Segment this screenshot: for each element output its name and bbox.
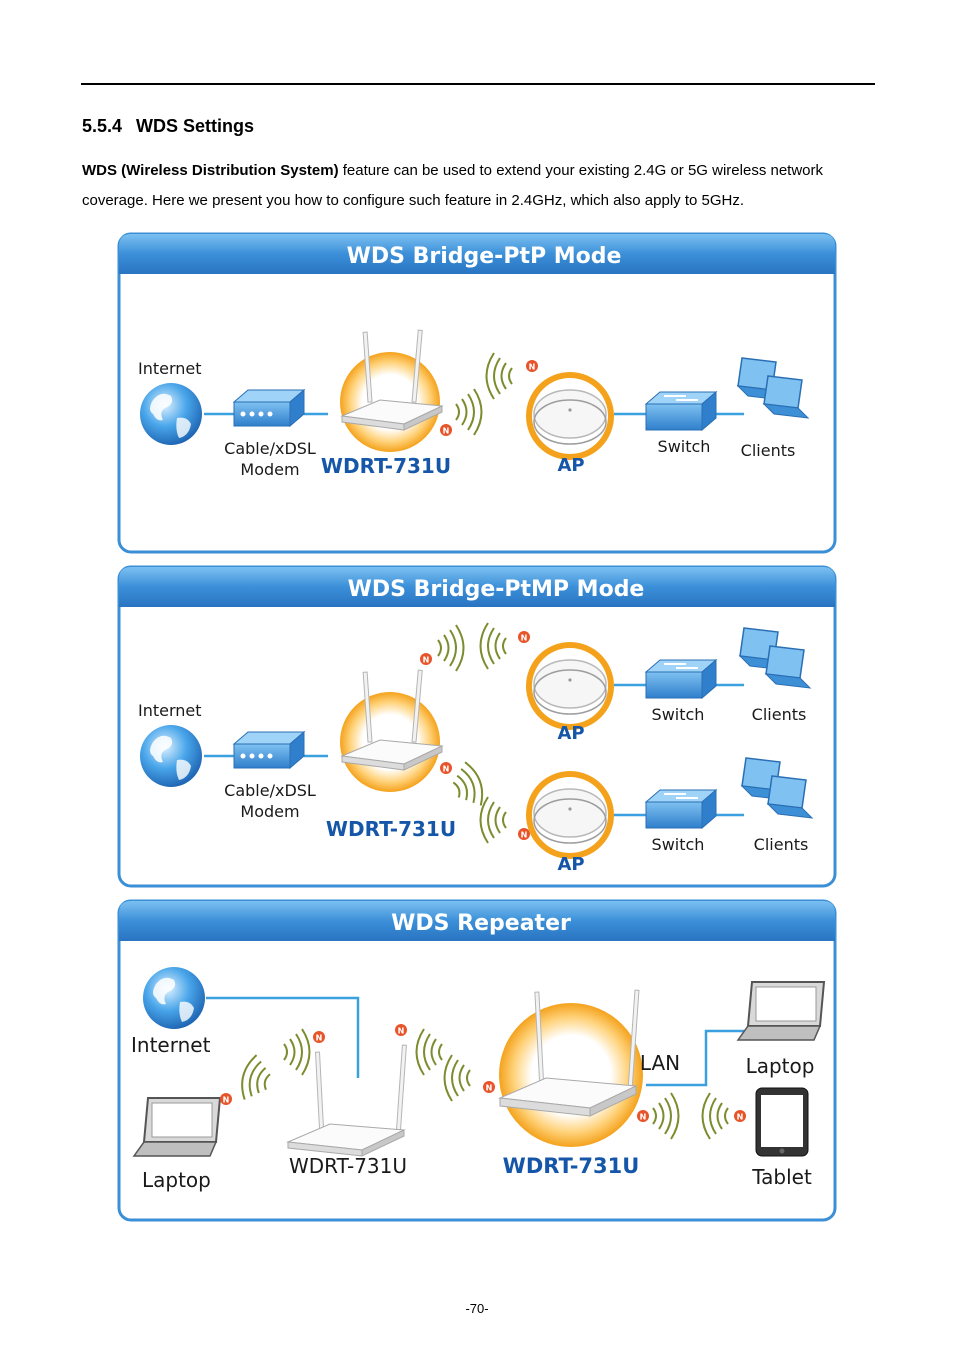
ptp-clients-label: Clients	[741, 441, 796, 460]
ptp-switch-label: Switch	[658, 437, 711, 456]
ptmp-ap-bottom-label: AP	[557, 854, 584, 875]
globe-icon	[140, 383, 202, 445]
page-number: -70-	[465, 1301, 489, 1316]
ptp-internet-label: Internet	[138, 359, 202, 378]
modem-icon	[233, 731, 305, 769]
ptmp-switch-top-label: Switch	[652, 705, 705, 724]
panel-repeater-title: WDS Repeater	[391, 911, 571, 936]
section-title: WDS Settings	[136, 116, 255, 136]
ptp-modem-label-2: Modem	[240, 460, 299, 479]
globe-icon	[140, 725, 202, 787]
ptmp-ap-top-label: AP	[557, 723, 584, 744]
section-number: 5.5.4	[82, 116, 123, 136]
repeater-router-left-label: WDRT-731U	[289, 1154, 407, 1178]
tablet-icon	[755, 1087, 809, 1157]
wds-diagram-figure: N WDS Bridge-PtP Mode Internet Cable/xDS…	[117, 232, 837, 1222]
repeater-router-main-icon	[498, 989, 643, 1147]
section-heading: 5.5.4 WDS Settings	[82, 116, 254, 137]
repeater-tablet-label: Tablet	[751, 1165, 812, 1189]
ptmp-clients-top-label: Clients	[752, 705, 807, 724]
repeater-router-left-icon	[286, 1044, 407, 1157]
panel-ptp-title-bar	[119, 234, 835, 274]
repeater-lan-label: LAN	[640, 1051, 680, 1075]
wireless-n-badge-icon	[220, 1093, 232, 1105]
repeater-laptop-left-label: Laptop	[142, 1168, 211, 1192]
wireless-n-badge-icon	[518, 828, 530, 840]
repeater-internet-label: Internet	[131, 1033, 211, 1057]
ptmp-links	[204, 683, 744, 817]
wireless-n-badge-icon	[395, 1024, 407, 1036]
ptmp-internet-label: Internet	[138, 701, 202, 720]
repeater-router-main-label: WDRT-731U	[503, 1154, 640, 1178]
modem-icon	[233, 389, 305, 427]
ptmp-clients-bottom-label: Clients	[754, 835, 809, 854]
wireless-n-badge-icon	[440, 424, 452, 436]
repeater-laptop-right-label: Laptop	[746, 1054, 815, 1078]
ptmp-switch-bottom-label: Switch	[652, 835, 705, 854]
panel-ptmp-frame	[117, 565, 837, 888]
switch-icon	[645, 789, 717, 829]
intro-bold-term: WDS (Wireless Distribution System)	[82, 162, 339, 179]
wireless-n-badge-icon	[483, 1081, 495, 1093]
panel-ptmp-title-bar	[119, 567, 835, 607]
wireless-n-badge-icon	[440, 762, 452, 774]
access-point-icon	[525, 641, 615, 731]
laptop-icon	[737, 981, 825, 1041]
switch-icon	[645, 391, 717, 431]
wireless-n-badge-icon	[420, 653, 432, 665]
panel-ptmp-title: WDS Bridge-PtMP Mode	[348, 577, 645, 602]
wireless-n-badge-icon	[518, 631, 530, 643]
panel-ptp: WDS Bridge-PtP Mode Internet Cable/xDSL …	[117, 232, 837, 554]
intro-paragraph: WDS (Wireless Distribution System) featu…	[82, 156, 882, 216]
wireless-n-badge-icon	[734, 1110, 746, 1122]
switch-icon	[645, 659, 717, 699]
globe-icon	[143, 967, 205, 1029]
wireless-n-badge-icon	[526, 360, 538, 372]
panel-repeater-title-bar	[119, 901, 835, 941]
access-point-icon	[525, 770, 615, 860]
ptp-router-label: WDRT-731U	[321, 454, 451, 478]
panel-ptp-title: WDS Bridge-PtP Mode	[347, 244, 622, 269]
ptmp-modem-label-1: Cable/xDSL	[224, 781, 316, 800]
ptp-ap-label: AP	[557, 455, 584, 476]
intro-text: feature can be used to extend your exist…	[82, 162, 824, 209]
ptmp-modem-label-2: Modem	[240, 802, 299, 821]
panel-repeater-frame	[117, 899, 837, 1222]
wireless-n-badge-icon	[313, 1031, 325, 1043]
access-point-icon	[525, 371, 615, 461]
wireless-n-badge-icon	[637, 1110, 649, 1122]
ptp-modem-label-1: Cable/xDSL	[224, 439, 316, 458]
laptop-icon	[133, 1097, 221, 1157]
panel-repeater: WDS Repeater Internet Laptop WDRT-731U	[117, 899, 837, 1222]
ptmp-router-label: WDRT-731U	[326, 817, 456, 841]
top-rule	[81, 83, 875, 85]
panel-ptmp: WDS Bridge-PtMP Mode Internet Cable/xDSL…	[117, 565, 837, 888]
repeater-links	[206, 996, 756, 1087]
